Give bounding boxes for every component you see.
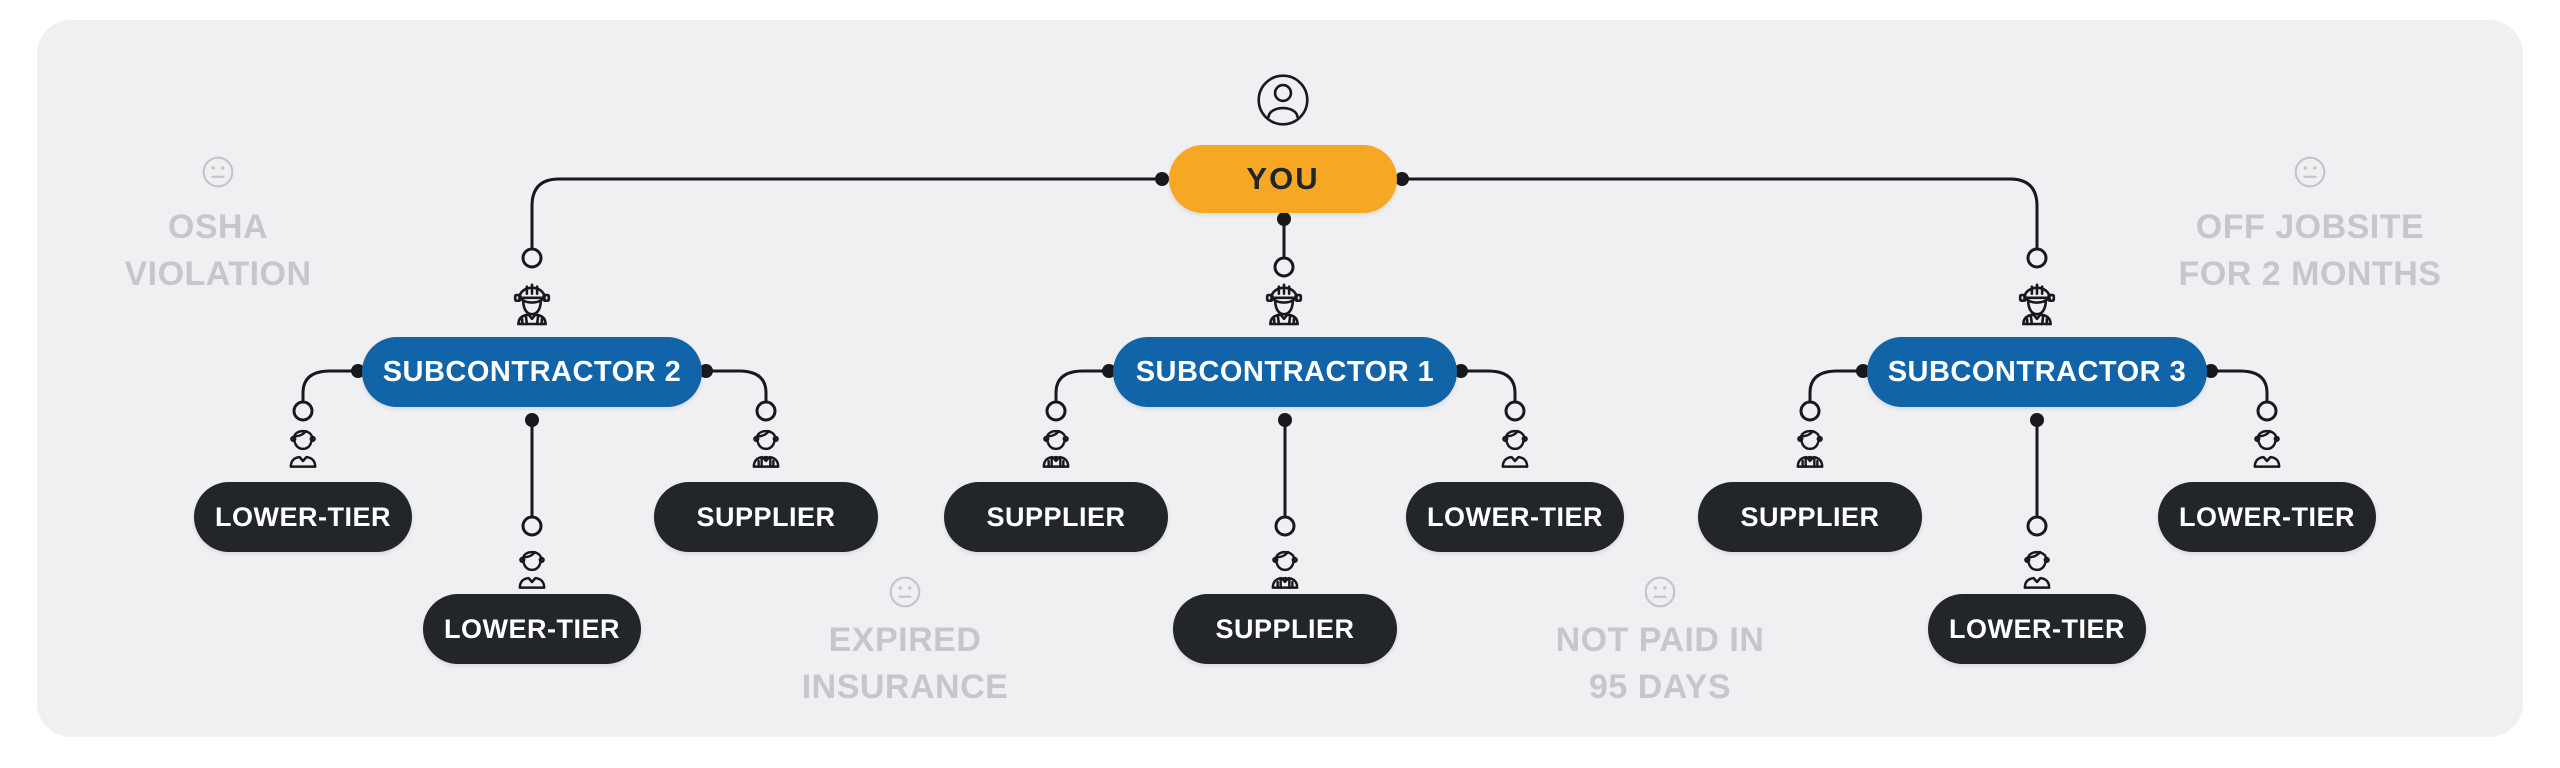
node-sub2-supplier-right: SUPPLIER	[654, 482, 878, 552]
note-not-paid: NOT PAID IN 95 DAYS	[1440, 617, 1880, 711]
node-label: SUPPLIER	[696, 501, 836, 532]
connector-you-sub3	[1400, 177, 2039, 249]
supplier-person-icon	[1784, 422, 1836, 474]
connector-sub2-right	[704, 369, 768, 403]
node-label: SUPPLIER	[1215, 613, 1355, 644]
node-subcontractor-1: SUBCONTRACTOR 1	[1113, 337, 1457, 407]
node-subcontractor-3-label: SUBCONTRACTOR 3	[1887, 355, 2187, 388]
neutral-face-icon	[1638, 570, 1682, 614]
note-line: EXPIRED	[828, 621, 982, 659]
node-label: LOWER-TIER	[1949, 613, 2125, 644]
node-subcontractor-1-label: SUBCONTRACTOR 1	[1135, 355, 1435, 388]
neutral-face-icon	[2288, 150, 2332, 194]
node-sub3-supplier-left: SUPPLIER	[1698, 482, 1922, 552]
note-line: NOT PAID IN	[1555, 621, 1765, 659]
node-label: LOWER-TIER	[1427, 501, 1603, 532]
note-line: OSHA	[167, 208, 269, 246]
node-subcontractor-2: SUBCONTRACTOR 2	[362, 337, 702, 407]
note-line: OFF JOBSITE	[2195, 208, 2425, 246]
connector-sub1-left	[1054, 369, 1111, 403]
node-label: SUPPLIER	[986, 501, 1126, 532]
connector-sub1-right	[1459, 369, 1517, 403]
node-sub3-lower-tier-right: LOWER-TIER	[2158, 482, 2376, 552]
construction-worker-icon	[2009, 274, 2065, 332]
note-line: VIOLATION	[124, 255, 312, 293]
note-osha-violation: OSHA VIOLATION	[0, 204, 438, 298]
neutral-face-icon	[196, 150, 240, 194]
person-icon	[2241, 422, 2293, 474]
person-icon	[2011, 543, 2063, 595]
person-icon	[277, 422, 329, 474]
node-label: LOWER-TIER	[215, 501, 391, 532]
node-you: YOU	[1169, 145, 1397, 213]
node-sub3-lower-tier-bottom: LOWER-TIER	[1928, 594, 2146, 664]
supplier-person-icon	[740, 422, 792, 474]
person-icon	[506, 543, 558, 595]
node-sub1-lower-tier-right: LOWER-TIER	[1406, 482, 1624, 552]
supplier-person-icon	[1259, 543, 1311, 595]
note-line: INSURANCE	[801, 668, 1009, 706]
connector-sub2-left	[301, 369, 360, 403]
person-in-circle-icon	[1255, 72, 1311, 128]
construction-worker-icon	[1256, 274, 1312, 332]
node-label: LOWER-TIER	[2179, 501, 2355, 532]
node-you-label: YOU	[1246, 161, 1320, 196]
note-line: 95 DAYS	[1588, 668, 1732, 706]
connector-you-sub2	[530, 177, 1164, 249]
connector-sub3-right	[2209, 369, 2269, 403]
note-expired-insurance: EXPIRED INSURANCE	[685, 617, 1125, 711]
supplier-person-icon	[1030, 422, 1082, 474]
person-icon	[1489, 422, 1541, 474]
construction-worker-icon	[504, 274, 560, 332]
node-subcontractor-3: SUBCONTRACTOR 3	[1867, 337, 2207, 407]
node-subcontractor-2-label: SUBCONTRACTOR 2	[382, 355, 682, 388]
node-label: SUPPLIER	[1740, 501, 1880, 532]
connector-sub3-left	[1808, 369, 1865, 403]
note-off-jobsite: OFF JOBSITE FOR 2 MONTHS	[2090, 204, 2530, 298]
neutral-face-icon	[883, 570, 927, 614]
node-sub2-lower-tier-left: LOWER-TIER	[194, 482, 412, 552]
node-sub2-lower-tier-bottom: LOWER-TIER	[423, 594, 641, 664]
node-sub1-supplier-bottom: SUPPLIER	[1173, 594, 1397, 664]
node-label: LOWER-TIER	[444, 613, 620, 644]
note-line: FOR 2 MONTHS	[2178, 255, 2442, 293]
node-sub1-supplier-left: SUPPLIER	[944, 482, 1168, 552]
